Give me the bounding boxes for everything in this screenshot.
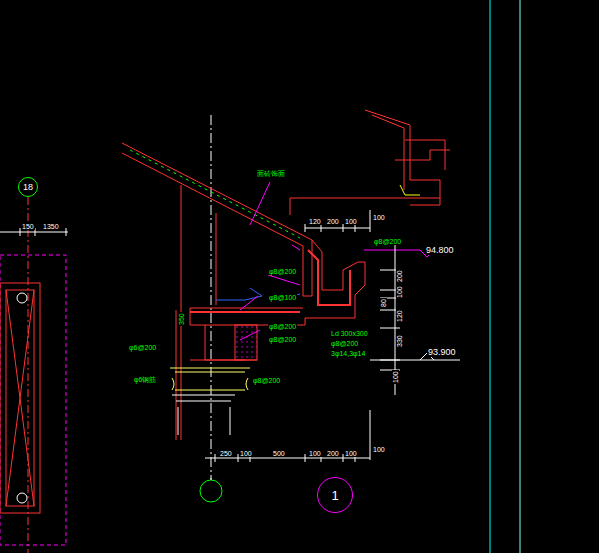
dimension: 120 — [308, 218, 322, 225]
axis-bubble: 18 — [18, 177, 38, 197]
dimension: 200 — [326, 218, 340, 225]
rebar-note: φ8@200 — [268, 268, 297, 275]
dimension: 330 — [396, 334, 403, 348]
rebar-note: φ8@200 — [330, 340, 359, 347]
dimension: 93.900 — [427, 348, 457, 357]
dimension: 100 — [239, 450, 253, 457]
rebar-note: φ6钢筋 — [133, 376, 157, 383]
dimension: 200 — [396, 269, 403, 283]
dimension: 500 — [272, 450, 286, 457]
dimension: 150 — [21, 223, 35, 230]
dimension: 80 — [380, 298, 387, 308]
dimension: 1350 — [42, 223, 60, 230]
rebar-note: Ld 300x300 — [330, 330, 369, 337]
node-label: 1 — [331, 489, 338, 502]
rebar-note: φ8@200 — [268, 336, 297, 343]
dimension: 94.800 — [425, 246, 455, 255]
node-label: 18 — [23, 183, 33, 192]
rebar-note: φ6@200 — [128, 344, 157, 351]
rebar-note: φ8@200 — [252, 377, 281, 384]
rebar-note: 3φ14,3φ14 — [330, 350, 366, 357]
dimension: 100 — [344, 450, 358, 457]
detail-callout: 1 — [317, 477, 353, 513]
dimension: 100 — [344, 218, 358, 225]
dimension: 100 — [372, 214, 386, 221]
rebar-note: 面砖饰面 — [256, 170, 286, 177]
rebar-note: φ8@100 — [268, 294, 297, 301]
dimension: 100 — [396, 285, 403, 299]
dimension: 350 — [178, 312, 185, 326]
dimension: 120 — [396, 309, 403, 323]
rebar-note: φ8@200 — [268, 323, 297, 330]
dimension: 100 — [392, 370, 399, 384]
dimension: 100 — [308, 450, 322, 457]
dimension: 100 — [372, 446, 386, 453]
rebar-note: φ8@200 — [373, 238, 402, 245]
dimension: 250 — [219, 450, 233, 457]
dimension: 200 — [326, 450, 340, 457]
